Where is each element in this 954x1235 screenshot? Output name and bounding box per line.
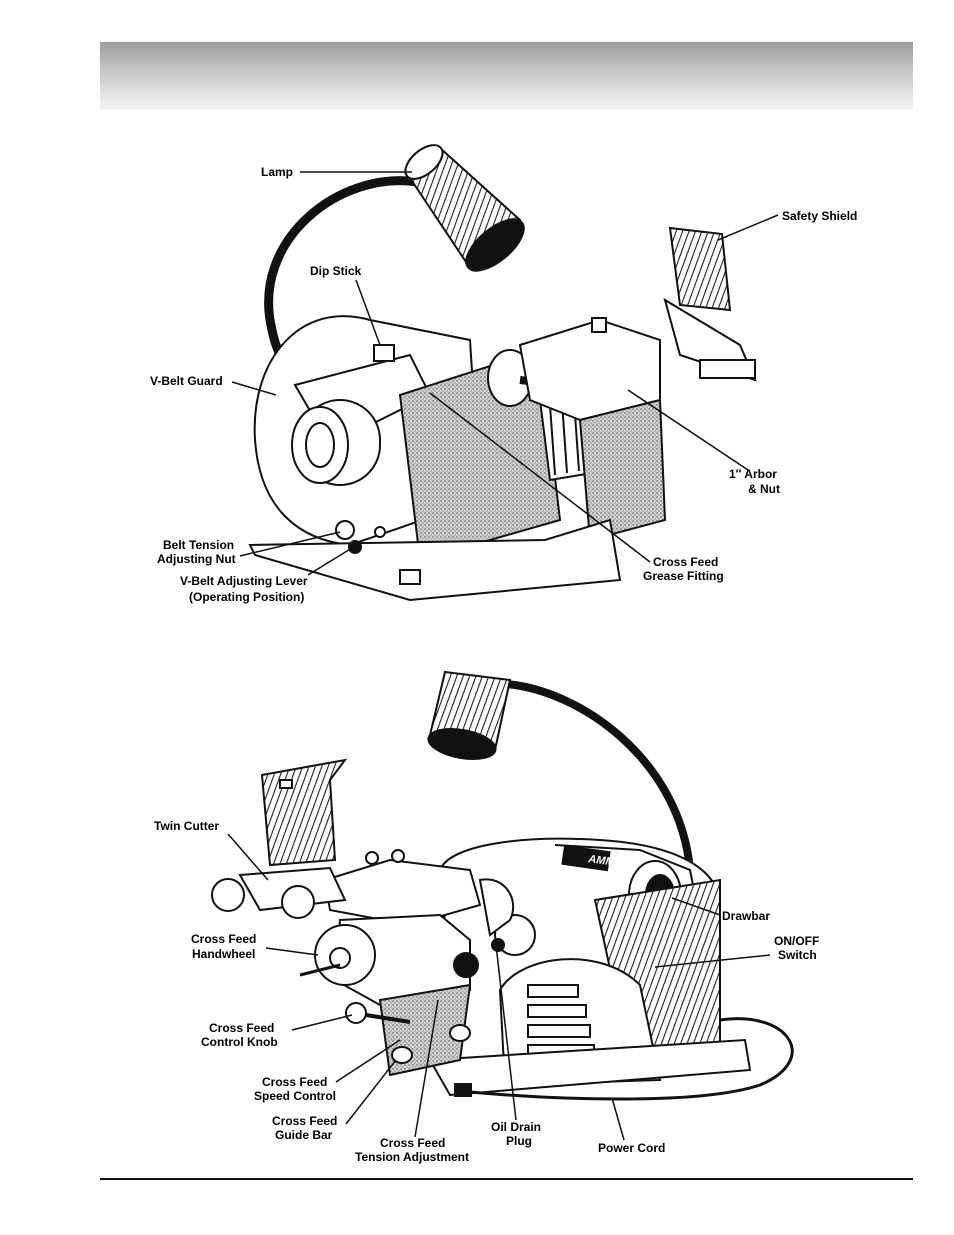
label-arbor-line2: & Nut [748, 482, 780, 496]
label-on-off-line1: ON/OFF [774, 934, 819, 948]
label-dip-stick: Dip Stick [310, 264, 362, 278]
label-v-belt-lever-line2: (Operating Position) [189, 590, 304, 604]
label-handwheel-line1: Cross Feed [191, 932, 256, 946]
twin-cutter [211, 866, 347, 919]
lamp-shade-bottom [427, 670, 512, 760]
lamp-arm-bottom [505, 680, 694, 930]
lamp-shade-top [404, 144, 525, 272]
label-grease-line2: Grease Fitting [643, 569, 724, 583]
label-guide-bar-line1: Cross Feed [272, 1114, 337, 1128]
label-safety-shield: Safety Shield [782, 209, 857, 223]
label-tension-adj-line2: Tension Adjustment [355, 1150, 469, 1164]
label-arbor-line1: 1″ Arbor [729, 467, 777, 481]
label-on-off-line2: Switch [778, 948, 817, 962]
top-machine-illustration [248, 144, 757, 602]
label-grease-line1: Cross Feed [653, 555, 718, 569]
label-lamp: Lamp [261, 165, 293, 179]
label-oil-drain-line1: Oil Drain [491, 1120, 541, 1134]
label-twin-cutter: Twin Cutter [154, 819, 219, 833]
label-speed-control-line2: Speed Control [254, 1089, 336, 1103]
footer-rule [100, 1178, 913, 1180]
label-oil-drain-line2: Plug [506, 1134, 532, 1148]
label-drawbar: Drawbar [722, 909, 770, 923]
label-speed-control-line1: Cross Feed [262, 1075, 327, 1089]
safety-shield-bottom [260, 758, 348, 867]
label-power-cord: Power Cord [598, 1141, 665, 1155]
label-control-knob-line1: Cross Feed [209, 1021, 274, 1035]
label-v-belt-lever-line1: V-Belt Adjusting Lever [180, 574, 308, 588]
header-band [100, 42, 913, 110]
bottom-machine-illustration [211, 670, 794, 1101]
label-v-belt-guard: V-Belt Guard [150, 374, 223, 388]
label-belt-tension-line2: Adjusting Nut [157, 552, 236, 566]
label-belt-tension-line1: Belt Tension [163, 538, 234, 552]
label-control-knob-line2: Control Knob [201, 1035, 278, 1049]
top-leader-lines [231, 171, 779, 576]
label-handwheel-line2: Handwheel [192, 947, 255, 961]
safety-shield-top [663, 226, 757, 382]
label-tension-adj-line1: Cross Feed [380, 1136, 445, 1150]
bottom-leader-lines [227, 833, 771, 1141]
label-guide-bar-line2: Guide Bar [275, 1128, 333, 1142]
